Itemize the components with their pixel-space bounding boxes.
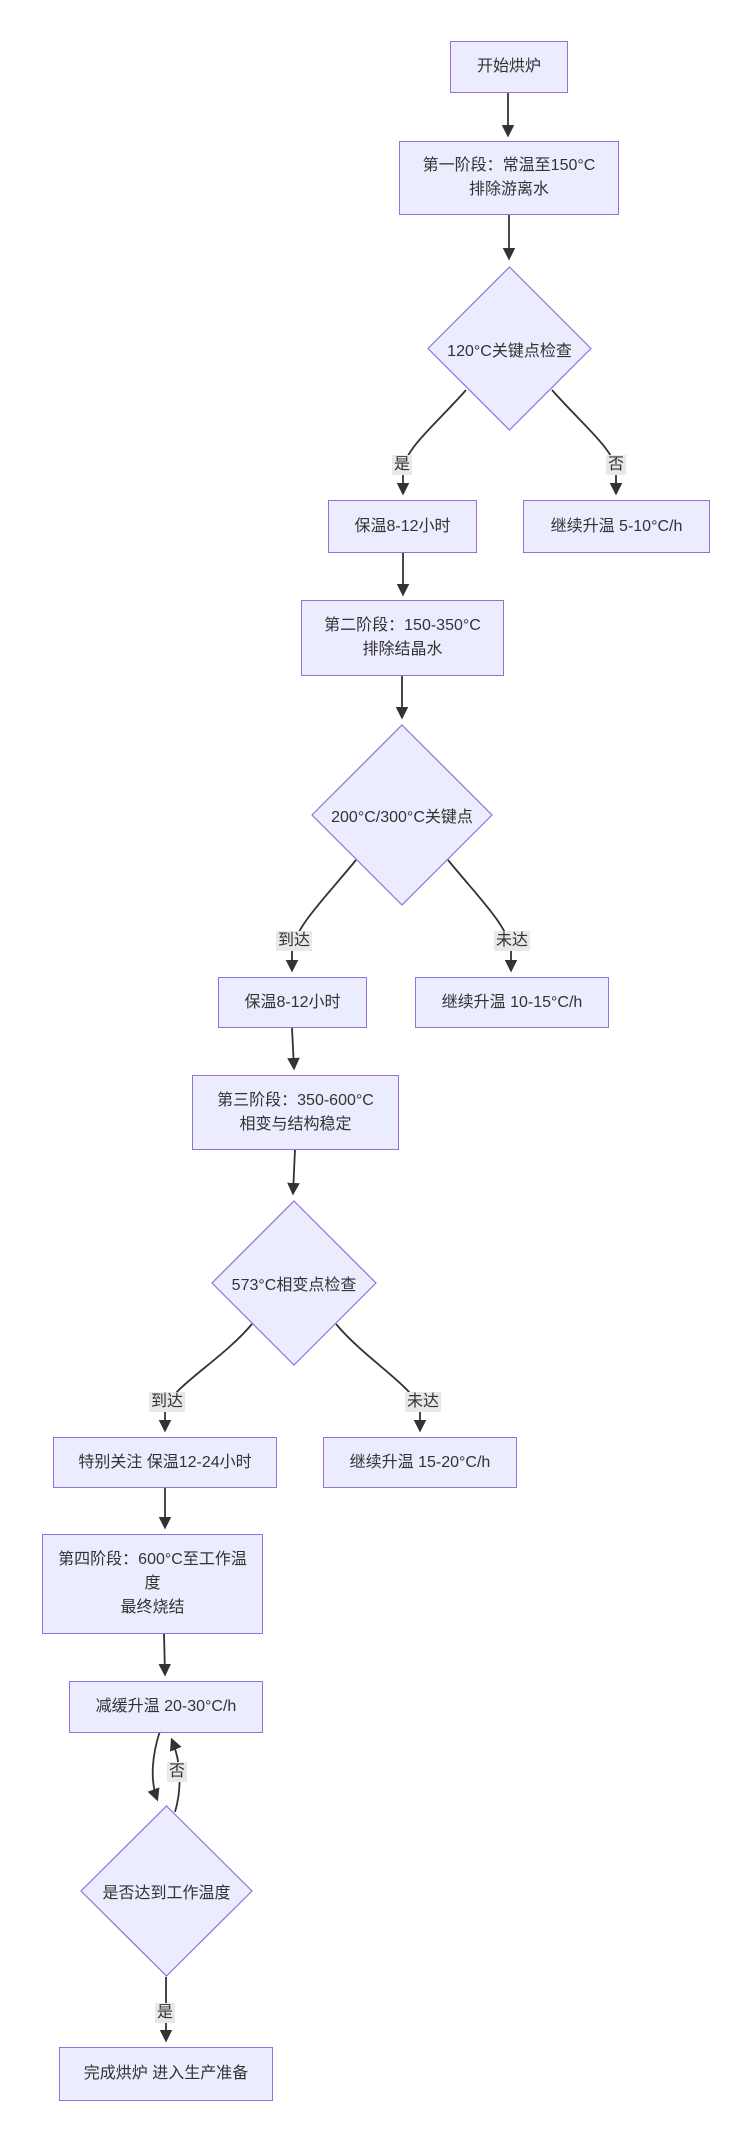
diamond-shape-icon [80, 1805, 253, 1977]
node-slow-heat-label: 减缓升温 20-30°C/h [95, 1698, 237, 1715]
node-stage2: 第二阶段：150-350°C 排除结晶水 [301, 600, 504, 676]
node-stage1-line1: 第一阶段：常温至150°C [422, 157, 596, 174]
node-stage3-line2: 相变与结构稳定 [239, 1115, 352, 1133]
node-stage4: 第四阶段：600°C至工作温 度 最终烧结 [42, 1534, 263, 1634]
node-stage2-line2: 排除结晶水 [362, 641, 443, 658]
edge-label-reach2: 到达 [148, 1392, 186, 1412]
edge-stage4-slow [158, 1633, 172, 1677]
node-check200-300-label: 200°C/300°C关键点 [331, 809, 473, 826]
node-heat1: 继续升温 5-10°C/h [523, 500, 710, 553]
diamond-shape-icon [427, 266, 592, 431]
node-heat3-label: 继续升温 15-20°C/h [349, 1453, 491, 1471]
edge-slow-checkwork [147, 1730, 161, 1802]
node-slow-heat: 减缓升温 20-30°C/h [69, 1681, 263, 1733]
edge-label-no2: 否 [166, 1762, 188, 1782]
edge-label-reach1: 到达 [275, 931, 313, 951]
node-check-work-label: 是否达到工作温度 [102, 1885, 231, 1902]
node-check200-300: 200°C/300°C关键点 [311, 724, 493, 906]
node-check-work: 是否达到工作温度 [80, 1805, 253, 1977]
node-stage4-line2: 度 [144, 1575, 161, 1592]
node-hold3-label: 特别关注 保温12-24小时 [78, 1453, 252, 1471]
edge-stage3-check573 [287, 1149, 300, 1196]
node-stage4-line1: 第四阶段：600°C至工作温 [58, 1551, 247, 1568]
diamond-shape-icon [311, 724, 493, 906]
edge-label-miss1: 未达 [493, 931, 531, 951]
node-check120: 120°C关键点检查 [427, 266, 592, 431]
node-hold1-label: 保温8-12小时 [354, 517, 451, 535]
node-hold3: 特别关注 保温12-24小时 [53, 1437, 277, 1488]
node-hold2-label: 保温8-12小时 [244, 993, 341, 1011]
node-heat3: 继续升温 15-20°C/h [323, 1437, 517, 1488]
diamond-shape-icon [211, 1200, 377, 1366]
edge-label-miss2: 未达 [404, 1392, 442, 1412]
edge-hold2-stage3 [287, 1027, 300, 1071]
node-hold2: 保温8-12小时 [218, 977, 367, 1028]
edge-label-yes1: 是 [391, 455, 413, 475]
node-stage1: 第一阶段：常温至150°C 排除游离水 [399, 141, 619, 215]
edge-label-no1: 否 [605, 455, 627, 475]
node-finish: 完成烘炉 进入生产准备 [59, 2047, 273, 2101]
node-heat2-label: 继续升温 10-15°C/h [441, 993, 583, 1011]
node-start: 开始烘炉 [450, 41, 568, 93]
node-stage4-line3: 最终烧结 [120, 1599, 185, 1616]
node-check120-label: 120°C关键点检查 [447, 342, 572, 360]
node-stage3: 第三阶段：350-600°C 相变与结构稳定 [192, 1075, 399, 1150]
node-heat2: 继续升温 10-15°C/h [415, 977, 609, 1028]
node-finish-label: 完成烘炉 进入生产准备 [83, 2065, 249, 2082]
node-check573: 573°C相变点检查 [211, 1200, 377, 1366]
node-stage1-line2: 排除游离水 [468, 181, 549, 198]
node-check573-label: 573°C相变点检查 [231, 1277, 357, 1294]
edge-label-yes2: 是 [154, 2003, 176, 2023]
node-stage2-line1: 第二阶段：150-350°C [324, 617, 481, 634]
node-stage3-line1: 第三阶段：350-600°C [217, 1091, 374, 1109]
node-start-label: 开始烘炉 [476, 58, 541, 75]
node-heat1-label: 继续升温 5-10°C/h [550, 517, 683, 535]
node-hold1: 保温8-12小时 [328, 500, 477, 553]
